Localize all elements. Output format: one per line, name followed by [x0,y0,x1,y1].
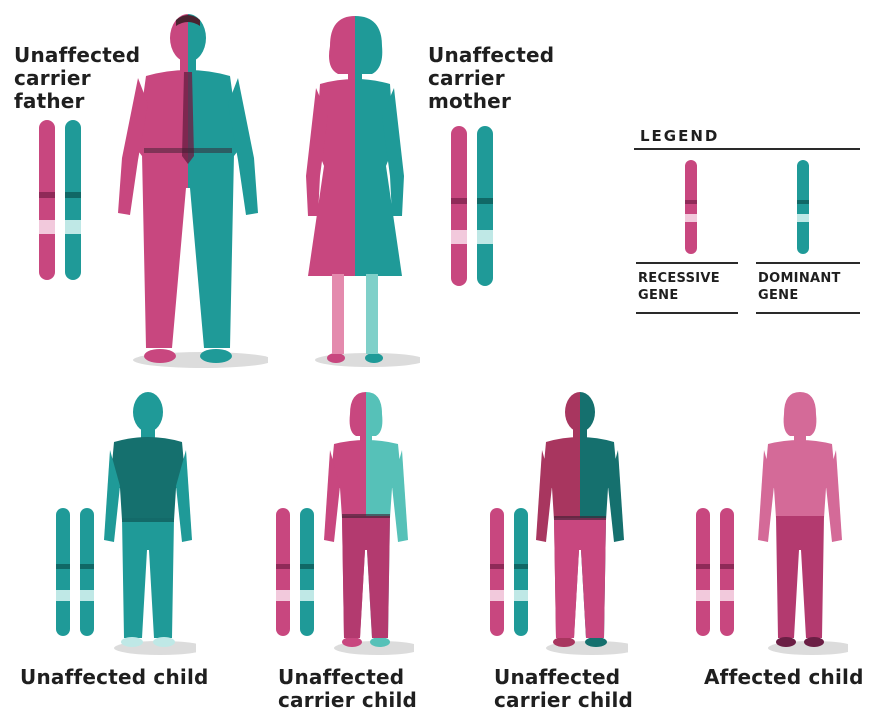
child1-label: Unaffected child [20,666,209,689]
child3-label: Unaffected carrier child [494,666,633,712]
legend-dominant-rule [756,262,860,264]
child3-chromosome-pair [488,508,532,638]
mother-label: Unaffected carrier mother [428,44,554,113]
legend-dominant-bottom-rule [756,312,860,314]
father-figure [108,8,268,370]
legend-title: LEGEND [640,128,719,145]
legend-recessive-bottom-rule [636,312,738,314]
child1-figure [100,390,196,660]
child4-label: Affected child [704,666,864,689]
legend-top-rule [634,148,860,150]
child4-figure [752,390,848,660]
legend-dominant-label: DOMINANT GENE [758,270,841,304]
legend-recessive-rule [636,262,738,264]
child1-chromosome-pair [54,508,98,638]
legend-recessive-label: RECESSIVE GENE [638,270,720,304]
child2-label: Unaffected carrier child [278,666,417,712]
father-chromosome-pair [36,120,86,282]
child3-figure [532,390,628,660]
child2-chromosome-pair [274,508,318,638]
mother-figure [290,16,420,370]
child2-figure [318,390,414,660]
mother-chromosome-pair [448,126,498,288]
legend-recessive-chromosome [683,160,699,256]
child4-chromosome-pair [694,508,738,638]
legend-dominant-chromosome [795,160,811,256]
